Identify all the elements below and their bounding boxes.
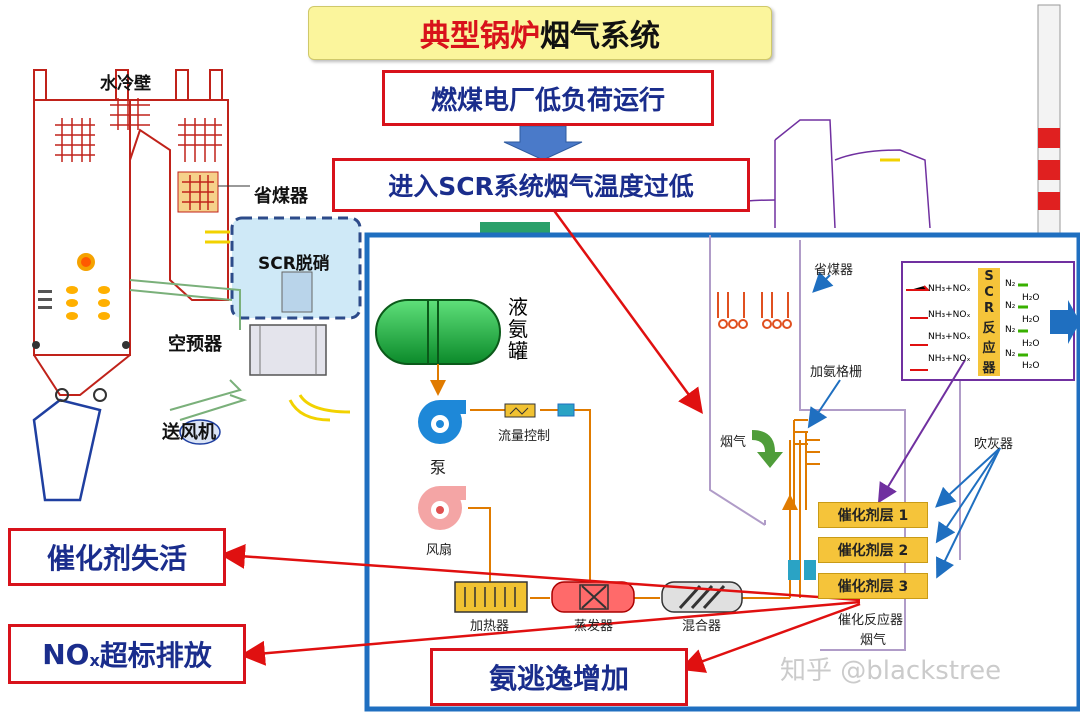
reaction-n2-4: N₂ — [1005, 349, 1016, 359]
flue-arrow-icon — [752, 430, 783, 468]
label-heater: 加热器 — [470, 619, 510, 634]
blower — [418, 486, 466, 530]
scr-char: S — [984, 268, 994, 284]
label-flue-gas-1: 烟气 — [720, 435, 747, 450]
label-ammonia-tank-text: 液氨罐 — [508, 295, 528, 363]
title-part-1: 典型锅炉 — [420, 19, 540, 54]
scr-char: 反 — [982, 320, 996, 336]
flue-ducts — [129, 279, 248, 421]
reaction-inlet-1: NH₃+NOₓ — [928, 284, 971, 294]
label-economizer: 省煤器 — [254, 186, 308, 207]
water-wall-grid — [55, 98, 222, 162]
reaction-arrows — [906, 283, 1028, 371]
chimney — [1037, 4, 1061, 236]
reaction-inlet-2: NH₃+NOₓ — [928, 310, 971, 320]
label-pump: 泵 — [430, 458, 447, 477]
scr-box — [230, 216, 362, 320]
label-water-wall: 水冷壁 — [100, 74, 151, 94]
label-fan: 送风机 — [162, 422, 216, 443]
page-title: 典型锅炉烟气系统 — [308, 6, 772, 60]
callout-low-temp-text: 进入SCR系统烟气温度过低 — [388, 172, 694, 201]
flow-control — [504, 403, 575, 418]
catalyst-layer-2: 催化剂层 2 — [818, 537, 928, 563]
label-economizer-detail: 省煤器 — [814, 263, 854, 278]
scr-char: 应 — [982, 340, 996, 356]
callout-ammonia-text: 氨逃逸增加 — [488, 662, 629, 695]
callout-low-load: 燃煤电厂低负荷运行 — [382, 70, 714, 126]
catalyst-layer-3: 催化剂层 3 — [818, 573, 928, 599]
flow-arrows — [205, 158, 900, 422]
nox-sub: x — [89, 650, 100, 670]
reaction-inlet-4: NH₃+NOₓ — [928, 354, 971, 364]
label-flue-gas-2: 烟气 — [860, 633, 887, 648]
label-mixer: 混合器 — [682, 619, 722, 634]
callout-catalyst: 催化剂失活 — [8, 528, 226, 586]
nox-rest: 超标排放 — [99, 639, 212, 672]
label-evaporator: 蒸发器 — [574, 619, 614, 634]
scr-reactor-vertical-label: S C R 反 应 器 — [978, 268, 1000, 376]
economizer-detail — [717, 292, 792, 329]
scr-char: R — [983, 300, 994, 316]
label-flow-control: 流量控制 — [498, 429, 551, 444]
reaction-h2o-2: H₂O — [1022, 315, 1040, 325]
label-blower: 风扇 — [426, 543, 453, 558]
label-ammonia-grid: 加氨格栅 — [810, 365, 863, 380]
label-air-preheater: 空预器 — [168, 334, 222, 355]
catalyst-layer-3-label: 催化剂层 3 — [837, 579, 909, 595]
reaction-inlet-3: NH₃+NOₓ — [928, 332, 971, 342]
title-part-2: 烟气系统 — [540, 19, 660, 54]
callout-low-temp: 进入SCR系统烟气温度过低 — [332, 158, 750, 212]
watermark: 知乎 @blackstree — [780, 656, 1002, 686]
pump — [418, 400, 466, 444]
catalyst-layer-1: 催化剂层 1 — [818, 502, 928, 528]
reaction-h2o-3: H₂O — [1022, 339, 1040, 349]
catalyst-layer-2-label: 催化剂层 2 — [837, 543, 909, 559]
reaction-n2-1: N₂ — [1005, 279, 1016, 289]
callout-ammonia: 氨逃逸增加 — [430, 648, 688, 706]
red-arrows — [220, 204, 861, 673]
ammonia-grid — [793, 419, 820, 510]
down-arrow — [503, 125, 583, 161]
soot-blower-arrows — [807, 271, 1001, 579]
reaction-n2-2: N₂ — [1005, 301, 1016, 311]
flames — [66, 253, 110, 320]
air-preheater — [249, 324, 327, 376]
scr-char: C — [984, 284, 994, 300]
reaction-h2o-1: H₂O — [1022, 293, 1040, 303]
reaction-n2-3: N₂ — [1005, 325, 1016, 335]
callout-low-load-text: 燃煤电厂低负荷运行 — [430, 85, 665, 116]
reaction-h2o-4: H₂O — [1022, 361, 1040, 371]
label-scr: SCR脱硝 — [258, 254, 330, 274]
nox-prefix: NO — [42, 637, 90, 671]
burner-dots — [32, 341, 130, 402]
heater — [454, 581, 528, 613]
callout-catalyst-text: 催化剂失活 — [46, 542, 187, 575]
boiler — [32, 69, 229, 502]
label-catalyst-reactor: 催化反应器 — [838, 613, 904, 628]
label-soot-blower: 吹灰器 — [974, 437, 1014, 452]
fan-body — [179, 419, 221, 445]
label-ammonia-tank: 液氨罐 — [508, 296, 528, 362]
purple-pointer — [877, 359, 966, 504]
catalyst-layer-1-label: 催化剂层 1 — [837, 508, 909, 524]
scr-char: 器 — [982, 360, 996, 376]
